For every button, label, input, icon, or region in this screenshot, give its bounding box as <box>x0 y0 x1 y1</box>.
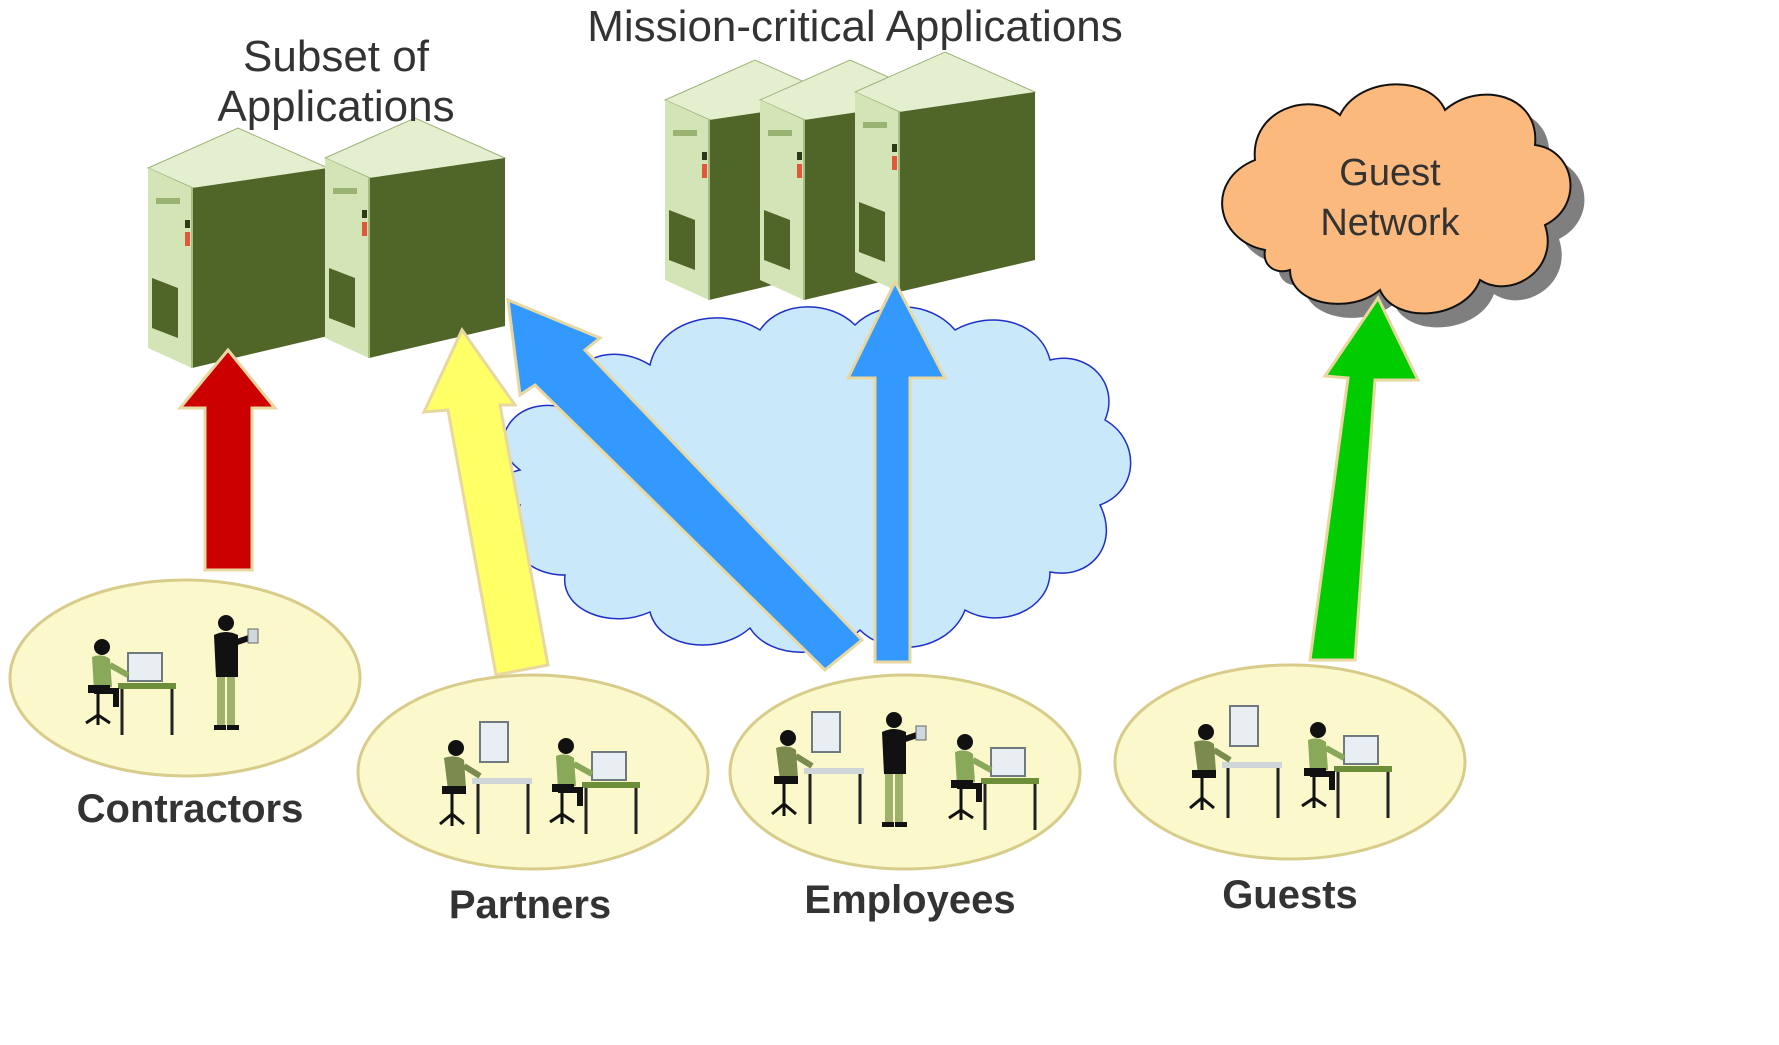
partners-label: Partners <box>448 883 612 927</box>
guests-group <box>1113 663 1467 861</box>
contractors-arrow <box>176 347 279 572</box>
employees-arrow-left <box>506 297 865 673</box>
guest-network-cloud-icon <box>1221 83 1585 328</box>
employees-group <box>728 673 1082 871</box>
corporate-cloud-icon <box>500 306 1132 653</box>
server-icon <box>324 117 506 359</box>
guests-arrow <box>1308 295 1421 662</box>
guests-label: Guests <box>1222 873 1358 917</box>
partners-arrow <box>421 327 550 677</box>
server-icon <box>147 127 329 369</box>
contractors-group <box>8 578 362 778</box>
subset-applications-title: Subset of Applications <box>217 32 455 131</box>
contractors-label: Contractors <box>76 787 304 831</box>
server-icon <box>854 51 1036 293</box>
employees-label: Employees <box>804 878 1016 922</box>
partners-group <box>356 673 710 871</box>
employees-arrow-up <box>845 278 948 664</box>
guest-network-label: Guest Network <box>1320 152 1460 244</box>
mission-critical-title: Mission-critical Applications <box>587 2 1123 51</box>
